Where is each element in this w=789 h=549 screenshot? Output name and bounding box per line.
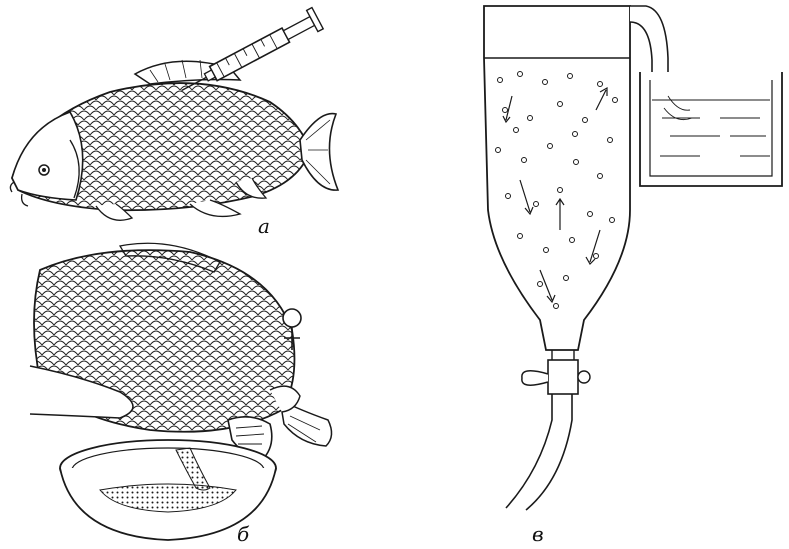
panel-v-illustration	[484, 6, 782, 510]
drain-hose	[506, 394, 572, 510]
collector-tank	[640, 72, 782, 186]
panel-label-a: а	[258, 216, 270, 236]
valve	[522, 350, 590, 394]
panel-a-illustration	[10, 8, 338, 221]
panel-label-b: б	[237, 524, 249, 544]
panel-label-v: в	[532, 524, 544, 544]
fish-a	[10, 60, 338, 220]
incubation-jar	[484, 6, 630, 350]
panel-b-illustration	[30, 243, 332, 540]
